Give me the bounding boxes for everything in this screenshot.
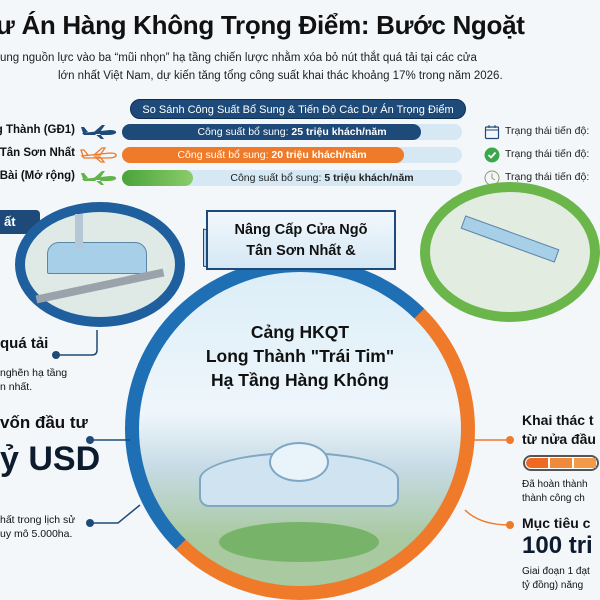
target-value: 100 tri [522, 532, 593, 559]
status-text: Trạng thái tiến độ: [505, 125, 590, 137]
target-title: Mục tiêu c [522, 515, 591, 531]
page-title: ư Án Hàng Không Trọng Điểm: Bước Ngoặt [0, 10, 525, 40]
calendar-icon [484, 125, 500, 140]
long-thanh-airport-illustration [125, 258, 475, 600]
noi-bai-terminal-illustration [420, 182, 600, 322]
capital-title: vốn đầu tư [0, 413, 88, 432]
center-title: Cảng HKQT Long Thành "Trái Tim" Hạ Tầng … [205, 322, 395, 390]
check-circle-icon [484, 147, 500, 163]
capacity-bar-long-thanh: Công suất bổ sung: 25 triệu khách/năm [122, 124, 462, 140]
plane-icon [80, 147, 117, 163]
overload-title: quá tải [0, 335, 49, 352]
banner-line-2: Tân Sơn Nhất & [246, 243, 356, 259]
capital-value: ỷ USD [0, 440, 101, 478]
plane-icon [81, 171, 117, 185]
subtitle-line-2: lớn nhất Việt Nam, dự kiến tăng tổng côn… [58, 70, 503, 82]
capacity-bar-tan-son-nhat: Công suất bổ sung: 20 triệu khách/năm [122, 147, 462, 163]
banner-line-1: Nâng Cấp Cửa Ngõ [234, 222, 368, 238]
comparison-header: So Sánh Công Suất Bổ Sung & Tiến Độ Các … [130, 99, 466, 119]
row-label-noi-bai: i Bài (Mở rộng) [0, 170, 75, 182]
tan-son-nhat-terminal-illustration [15, 202, 185, 327]
operation-progress-bar [523, 455, 599, 471]
status-text: Trạng thái tiến độ: [505, 148, 590, 160]
capacity-bar-noi-bai: Công suất bổ sung: 5 triệu khách/năm [122, 170, 462, 186]
row-label-long-thanh: g Thành (GĐ1) [0, 124, 75, 136]
banner: Nâng Cấp Cửa Ngõ Tân Sơn Nhất & [206, 210, 396, 270]
subtitle-line-1: ung nguồn lực vào ba “mũi nhọn” hạ tầng … [0, 52, 477, 64]
status-text: Trạng thái tiến độ: [505, 171, 590, 183]
row-label-tan-son-nhat: 5 Tân Sơn Nhất [0, 147, 75, 159]
plane-icon [81, 125, 117, 139]
